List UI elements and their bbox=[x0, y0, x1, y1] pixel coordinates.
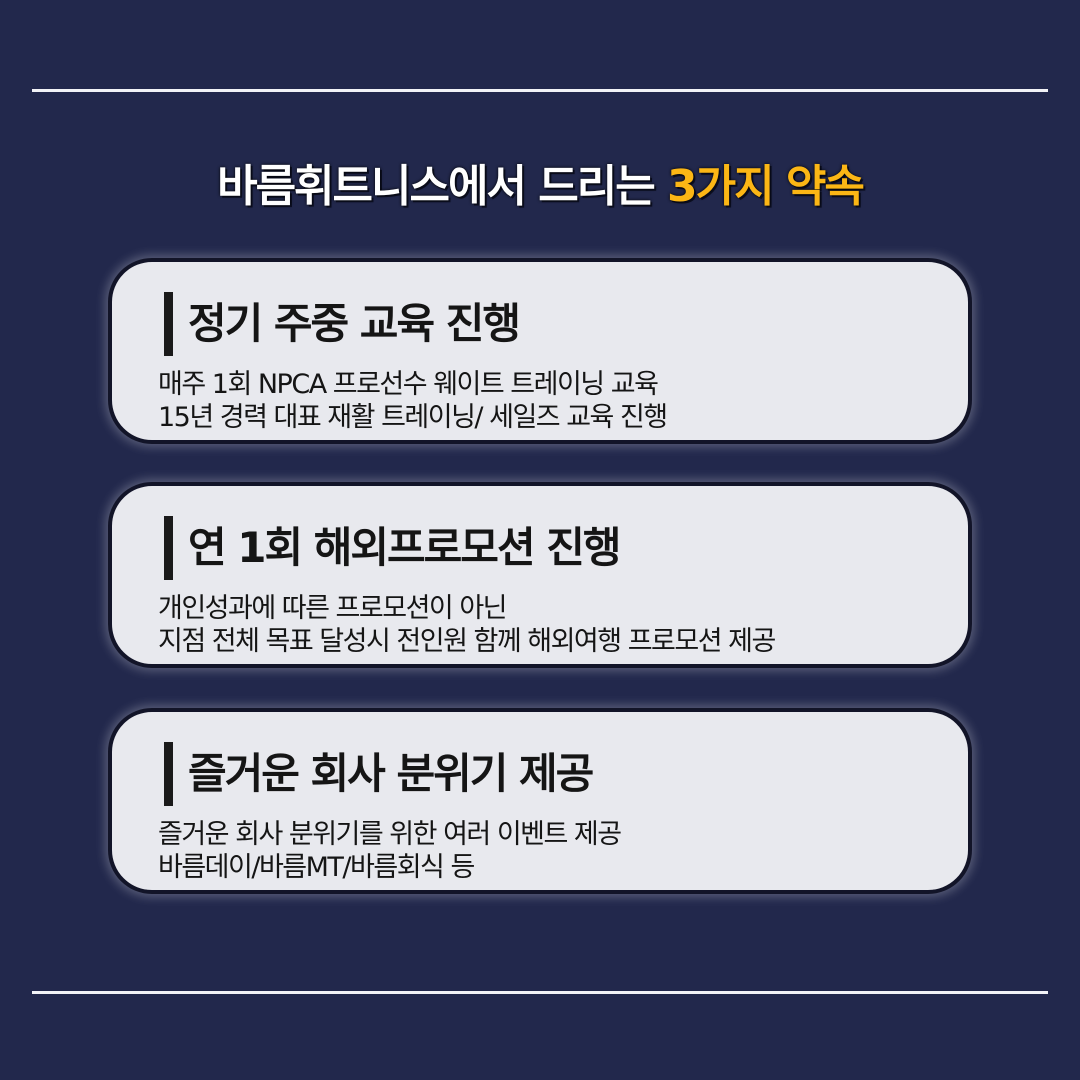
promise-card-education: 정기 주중 교육 진행 매주 1회 NPCA 프로선수 웨이트 트레이닝 교육 … bbox=[108, 258, 972, 444]
promise-description: 개인성과에 따른 프로모션이 아닌 지점 전체 목표 달성시 전인원 함께 해외… bbox=[158, 592, 776, 658]
title-marker-bar bbox=[164, 292, 173, 356]
promise-card-company-culture: 즐거운 회사 분위기 제공 즐거운 회사 분위기를 위한 여러 이벤트 제공 바… bbox=[108, 708, 972, 894]
page-title: 바름휘트니스에서 드리는 3가지 약속 bbox=[0, 150, 1080, 214]
promise-description-line: 개인성과에 따른 프로모션이 아닌 bbox=[158, 593, 508, 624]
promise-title: 연 1회 해외프로모션 진행 bbox=[188, 523, 621, 572]
promise-description-line: 즐거운 회사 분위기를 위한 여러 이벤트 제공 bbox=[158, 819, 622, 850]
title-marker-bar bbox=[164, 516, 173, 580]
title-marker-bar bbox=[164, 742, 173, 806]
promise-description: 매주 1회 NPCA 프로선수 웨이트 트레이닝 교육 15년 경력 대표 재활… bbox=[158, 368, 668, 434]
promise-description-line: 지점 전체 목표 달성시 전인원 함께 해외여행 프로모션 제공 bbox=[158, 626, 776, 657]
page-title-main: 바름휘트니스에서 드리는 bbox=[217, 161, 656, 212]
promise-description-line: 매주 1회 NPCA 프로선수 웨이트 트레이닝 교육 bbox=[158, 369, 659, 400]
promise-title: 정기 주중 교육 진행 bbox=[188, 299, 521, 348]
promise-description: 즐거운 회사 분위기를 위한 여러 이벤트 제공 바름데이/바름MT/바름회식 … bbox=[158, 818, 622, 884]
promise-card-overseas-promotion: 연 1회 해외프로모션 진행 개인성과에 따른 프로모션이 아닌 지점 전체 목… bbox=[108, 482, 972, 668]
page-title-accent: 3가지 약속 bbox=[667, 161, 865, 212]
bottom-divider bbox=[32, 991, 1048, 994]
promise-description-line: 바름데이/바름MT/바름회식 등 bbox=[158, 852, 475, 883]
top-divider bbox=[32, 89, 1048, 92]
promise-description-line: 15년 경력 대표 재활 트레이닝/ 세일즈 교육 진행 bbox=[158, 402, 668, 433]
promise-title: 즐거운 회사 분위기 제공 bbox=[188, 749, 594, 798]
